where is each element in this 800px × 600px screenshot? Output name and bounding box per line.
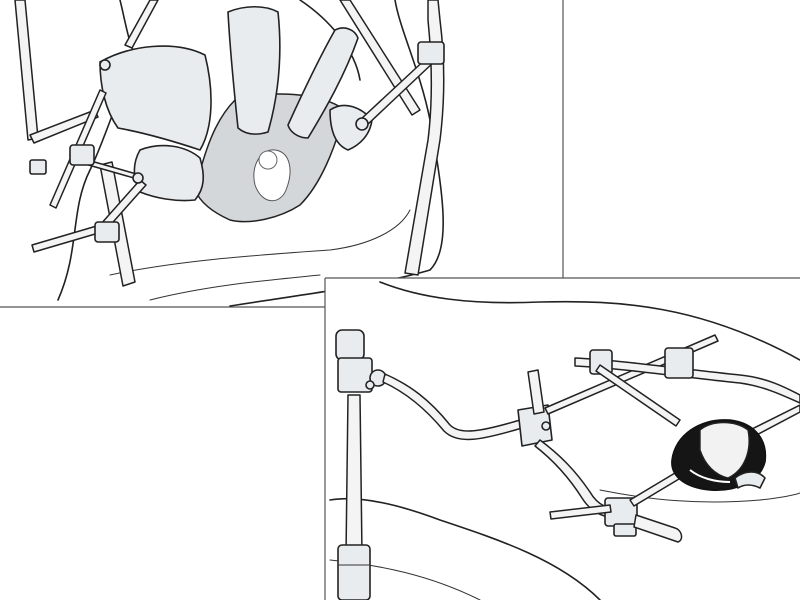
stem-top-left [124,0,159,49]
clamp-left-upper [69,144,95,166]
retractor-blade-flange [734,471,766,489]
clamp-left-lower [94,221,120,243]
mast-screw [365,380,375,390]
central-stub-post [527,369,545,415]
mast-vertical-post [345,394,363,556]
exposed-organ-lobe [258,150,278,170]
retractor-blade-left [99,45,212,151]
pivot-joint-right [355,117,369,131]
retractor-blade-highlight [699,421,750,479]
mast-base-clamp [337,544,371,600]
clamp-upper-right [664,347,694,379]
pivot-joint-left [99,59,111,71]
patient-body-contour [379,281,800,361]
skin-fold-line [109,209,411,276]
blade-edge-highlight [689,469,731,483]
rod-lower-handle [633,514,683,543]
mast-top-knob [335,329,365,361]
clamp-lower-knob [613,523,637,537]
retractor-blade-top-right [287,27,359,139]
clamp-right [417,41,445,65]
rod-lower-horizontal [549,504,612,520]
patient-body-outline-left [57,94,121,301]
rod-upper-to-blade [595,364,681,427]
patient-body-contour-lower [329,497,601,600]
central-screw [541,421,551,431]
retractor-blade-right [329,104,373,151]
skin-fold-line-2 [149,274,321,301]
clamp-left-small [29,159,47,175]
retractor-blade-top-left [227,5,281,135]
pivot-joint-lower-left [132,172,144,184]
support-arm-left [29,109,99,144]
